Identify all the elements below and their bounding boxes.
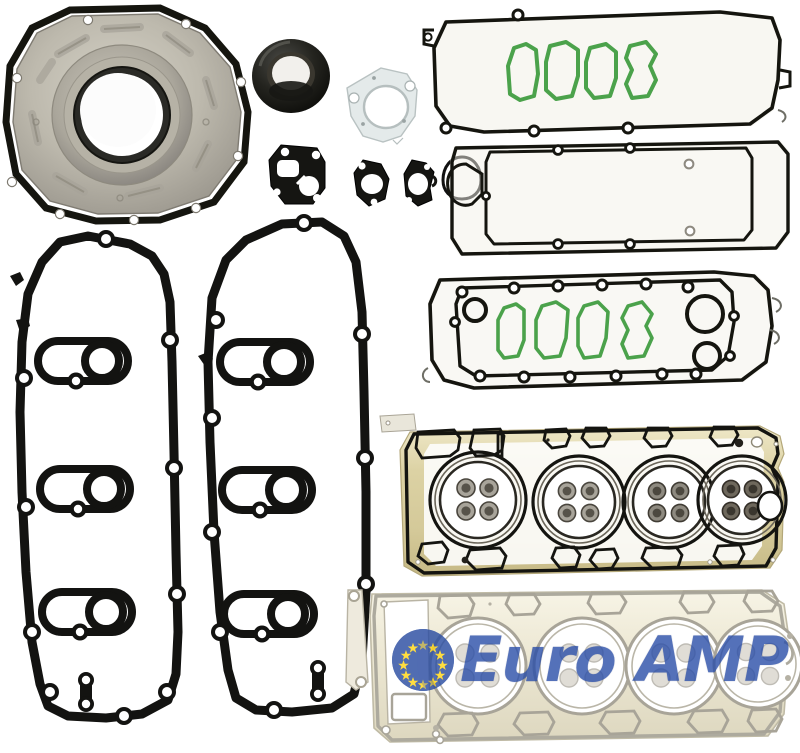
head-gasket-upper xyxy=(374,410,794,592)
valve-cover-gasket-left xyxy=(2,222,198,738)
rear-main-seal-housing xyxy=(0,2,258,228)
head-gasket-lower xyxy=(344,582,800,753)
plenum-frame-gasket xyxy=(446,134,796,266)
oil-pump-gasket xyxy=(263,142,345,208)
intake-manifold-gasket-lower xyxy=(420,264,795,396)
crankshaft-oil-seal xyxy=(250,36,332,114)
combustion-bores xyxy=(428,616,800,716)
turbo-oil-feed-gasket xyxy=(349,157,397,209)
turbo-oil-return-gasket xyxy=(396,158,442,208)
intake-manifold-gasket-upper xyxy=(422,4,794,142)
thermostat-housing-gasket xyxy=(341,64,429,150)
